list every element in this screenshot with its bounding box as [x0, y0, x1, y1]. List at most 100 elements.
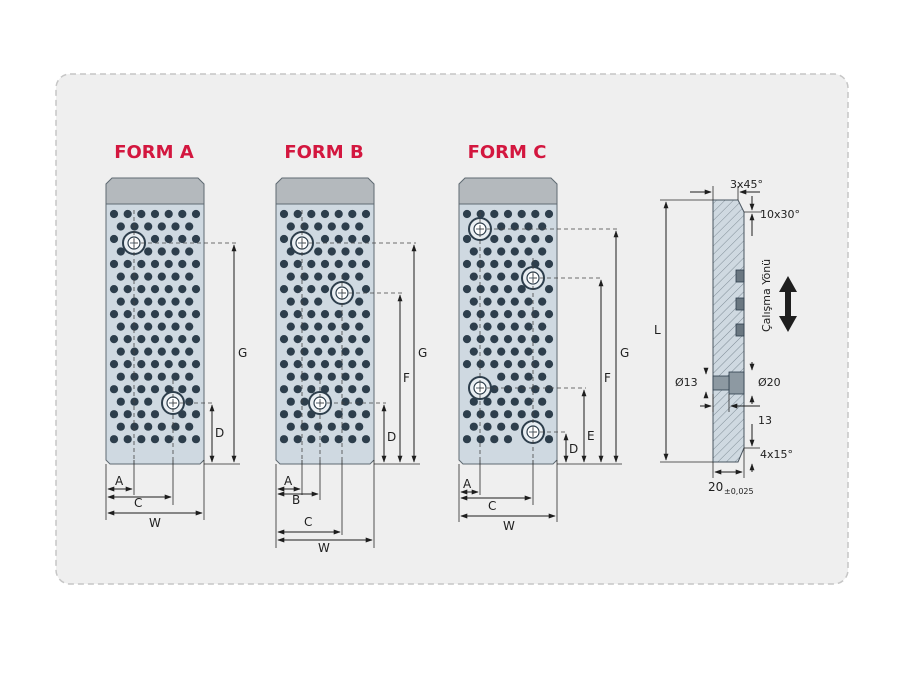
form-c-plate-top [458, 177, 558, 205]
graphite-plug [130, 297, 139, 306]
graphite-plug [300, 372, 309, 381]
graphite-plug [293, 435, 302, 444]
graphite-plug [178, 209, 187, 219]
graphite-plug [490, 285, 499, 294]
graphite-plug [320, 360, 330, 369]
graphite-plug [476, 209, 485, 219]
form-a-dim-c: C [134, 496, 142, 510]
graphite-plug [191, 360, 201, 369]
form-c: FORM C G F E D A C W [458, 142, 629, 533]
graphite-plug [355, 347, 364, 356]
graphite-plug [320, 234, 330, 244]
graphite-plug [524, 347, 533, 356]
graphite-plug [171, 272, 180, 281]
graphite-plug [348, 310, 357, 319]
graphite-plug [531, 410, 540, 419]
graphite-plug [355, 322, 364, 331]
graphite-plug [524, 297, 533, 306]
graphite-plug [497, 397, 506, 406]
graphite-plug [314, 247, 323, 256]
graphite-plug [150, 285, 160, 294]
graphite-plug [144, 297, 153, 306]
graphite-plug [293, 360, 302, 369]
graphite-plug [469, 422, 478, 431]
graphite-plug [531, 385, 540, 394]
graphite-plug [300, 322, 309, 331]
graphite-plug [490, 234, 499, 244]
form-b-dim-a: A [284, 474, 293, 488]
graphite-plug [137, 385, 146, 394]
graphite-plug [490, 209, 499, 219]
graphite-plug [503, 209, 513, 219]
graphite-plug [517, 285, 526, 294]
graphite-plug [483, 297, 492, 306]
graphite-plug [538, 322, 547, 331]
form-b-dim-c: C [304, 515, 312, 529]
graphite-plug [286, 272, 295, 281]
graphite-plug [341, 272, 350, 281]
graphite-plug [469, 272, 478, 281]
graphite-plug [544, 310, 554, 319]
graphite-plug [164, 310, 173, 319]
graphite-plug [185, 272, 194, 281]
graphite-plug [178, 285, 187, 294]
graphite-plug [490, 259, 499, 269]
graphite-plug [462, 335, 472, 344]
graphite-plug [150, 259, 160, 269]
graphite-plug [185, 347, 194, 356]
graphite-plug [150, 335, 160, 344]
graphite-plug [355, 272, 364, 281]
graphite-plug [137, 285, 146, 294]
graphite-plug [157, 247, 166, 256]
graphite-plug [544, 360, 554, 369]
graphite-plug [334, 209, 343, 219]
graphite-plug [503, 234, 513, 244]
form-c-dim-d: D [569, 442, 578, 456]
graphite-plug [348, 209, 357, 219]
graphite-plug [320, 310, 330, 319]
graphite-plug [490, 410, 499, 419]
graphite-plug [123, 335, 132, 344]
side-thickness: 20 [708, 480, 723, 494]
graphite-plug [348, 410, 357, 419]
graphite-plug [334, 335, 343, 344]
graphite-plug [109, 209, 119, 219]
graphite-plug [320, 259, 330, 269]
graphite-plug [544, 285, 554, 294]
graphite-plug [144, 247, 153, 256]
graphite-plug [116, 397, 125, 406]
graphite-plug [157, 347, 166, 356]
graphite-plug [355, 422, 364, 431]
side-pocket-1 [735, 269, 745, 283]
graphite-plug [130, 422, 139, 431]
graphite-plug [497, 372, 506, 381]
graphite-plug [544, 435, 554, 444]
graphite-plug [150, 234, 160, 244]
graphite-plug [490, 435, 499, 444]
graphite-plug [538, 222, 547, 231]
form-b-dim-d: D [387, 430, 396, 444]
graphite-plug [144, 372, 153, 381]
graphite-plug [191, 234, 201, 244]
graphite-plug [497, 422, 506, 431]
graphite-plug [483, 322, 492, 331]
graphite-plug [327, 422, 336, 431]
graphite-plug [191, 435, 201, 444]
graphite-plug [123, 209, 132, 219]
graphite-plug [510, 347, 519, 356]
graphite-plug [341, 222, 350, 231]
graphite-plug [361, 209, 371, 219]
graphite-plug [510, 297, 519, 306]
side-bore-small: Ø13 [675, 376, 698, 389]
graphite-plug [157, 297, 166, 306]
graphite-plug [191, 285, 201, 294]
side-view: 3x45° 10x30° L Çalışma Yönü Ø13 Ø20 13 4… [654, 178, 800, 496]
graphite-plug [361, 435, 371, 444]
graphite-plug [137, 259, 146, 269]
form-c-dim-a: A [463, 477, 472, 491]
graphite-plug [361, 310, 371, 319]
graphite-plug [334, 360, 343, 369]
graphite-plug [524, 247, 533, 256]
graphite-plug [164, 285, 173, 294]
graphite-plug [490, 360, 499, 369]
